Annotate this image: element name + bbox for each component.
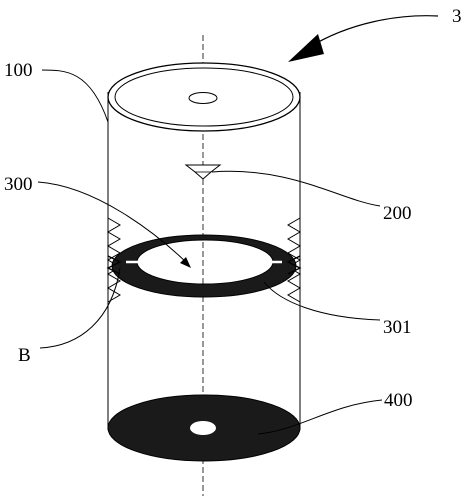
label-ring-edge: 301 — [383, 317, 412, 338]
cylinder-top — [107, 62, 301, 132]
annular-ring — [106, 234, 302, 298]
label-cylinder: 100 — [4, 60, 33, 81]
leader-200 — [211, 170, 381, 207]
assembly-arrow — [288, 15, 439, 62]
label-region-b: B — [18, 345, 31, 366]
right-bellows — [287, 217, 301, 303]
nozzle — [184, 164, 222, 180]
leader-301 — [263, 281, 381, 321]
label-base-disc: 400 — [384, 390, 413, 411]
label-assembly: 3 — [452, 6, 462, 27]
ring-center-arrow — [37, 181, 191, 268]
label-nozzle: 200 — [383, 203, 412, 224]
base-disc — [107, 394, 301, 462]
leader-B — [39, 267, 121, 349]
leader-100 — [41, 69, 109, 123]
leader-400 — [257, 399, 383, 435]
label-ring: 300 — [4, 174, 33, 195]
left-bellows — [107, 217, 121, 303]
